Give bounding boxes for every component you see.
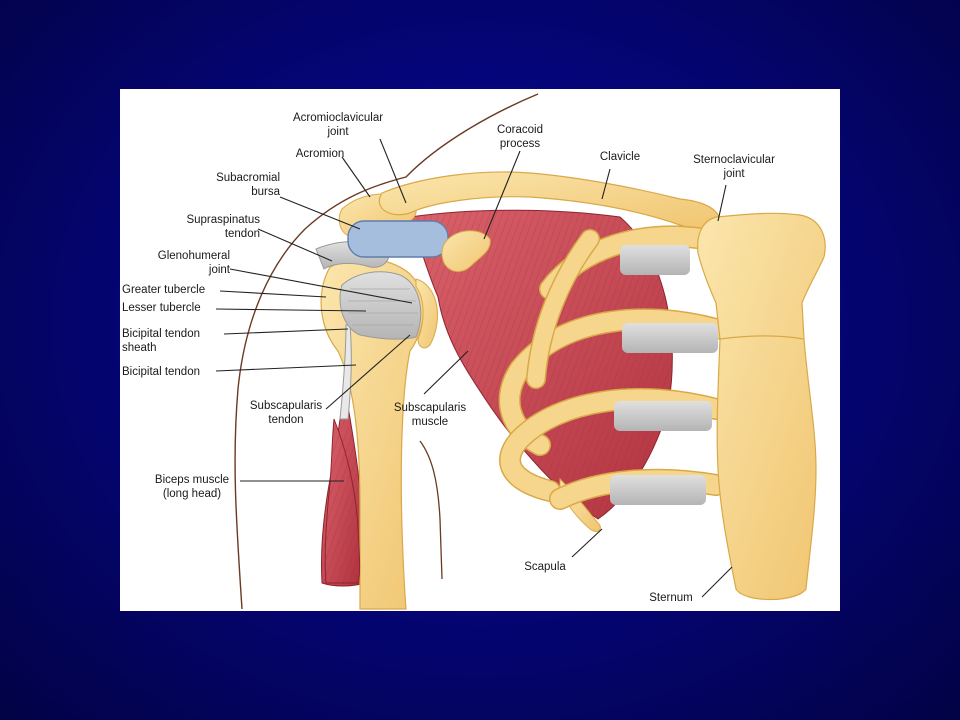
anatomy-illustration-panel: Acromioclavicular joint Acromion Subacro… — [120, 89, 840, 611]
leader-lines — [215, 138, 733, 598]
label-coracoid-process: Coracoid process — [496, 124, 544, 150]
costal-cartilages — [610, 245, 718, 505]
label-subscapularis-tendon: Subscapularis tendon — [249, 400, 323, 426]
bicipital-tendon-shape — [339, 324, 352, 420]
shoulder-anatomy-svg — [215, 93, 826, 610]
label-sternum: Sternum — [649, 592, 693, 604]
armpit-outline — [419, 440, 443, 580]
label-subscapularis-muscle: Subscapularis muscle — [393, 402, 467, 428]
label-acromioclavicular-joint: Acromioclavicular joint — [292, 112, 384, 138]
label-acromion: Acromion — [295, 148, 345, 160]
glenoid-bone — [415, 278, 438, 349]
label-scapula: Scapula — [524, 561, 566, 573]
sternum-bone — [697, 212, 826, 601]
label-bicipital-tendon: Bicipital tendon — [122, 366, 200, 378]
label-lesser-tubercle: Lesser tubercle — [122, 302, 201, 314]
label-biceps-muscle-long-head: Biceps muscle (long head) — [154, 474, 230, 500]
label-supraspinatus-tendon: Supraspinatus tendon — [186, 214, 260, 240]
body-outline — [234, 93, 539, 610]
label-glenohumeral-joint: Glenohumeral joint — [157, 250, 230, 276]
label-subacromial-bursa: Subacromial bursa — [216, 172, 280, 198]
label-clavicle: Clavicle — [599, 151, 641, 163]
label-bicipital-tendon-sheath: Bicipital tendon sheath — [122, 328, 200, 354]
joint-capsule — [339, 271, 422, 340]
subacromial-bursa-shape — [347, 220, 449, 258]
label-greater-tubercle: Greater tubercle — [122, 284, 206, 296]
coracoid-bone — [441, 230, 491, 272]
label-sternoclavicular-joint: Sternoclavicular joint — [693, 154, 775, 180]
